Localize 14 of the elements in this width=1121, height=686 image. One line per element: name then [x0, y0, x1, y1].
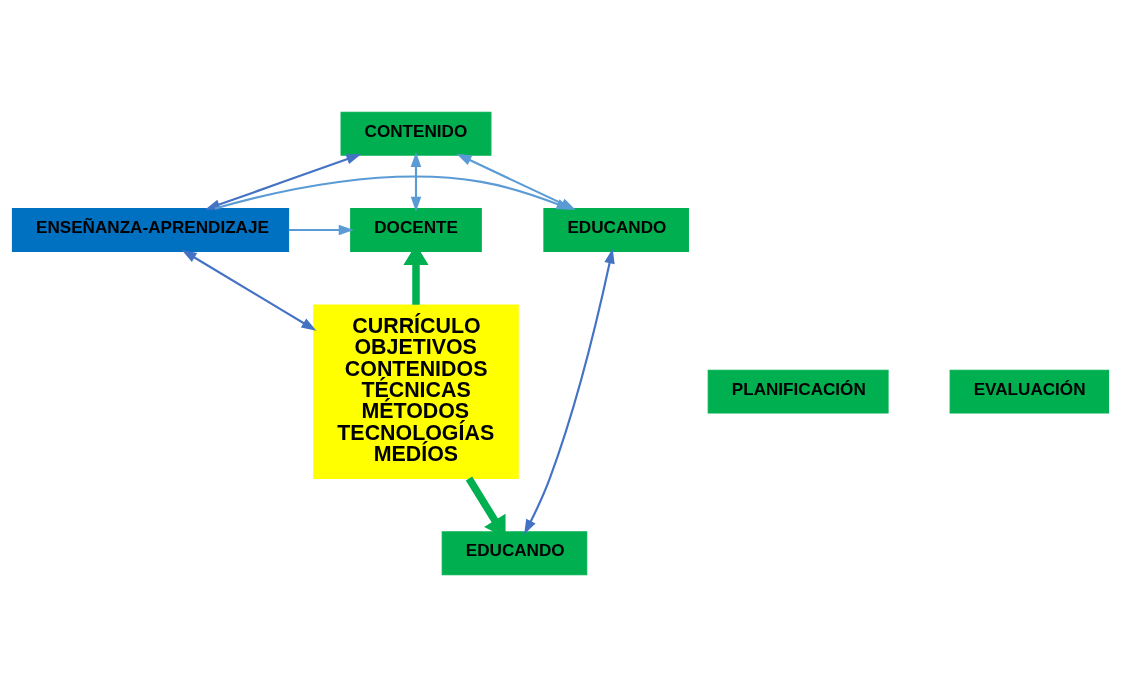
arrow	[204, 153, 362, 210]
arrow	[181, 249, 317, 331]
arrow	[214, 175, 572, 210]
node-box: CONTENIDO	[340, 111, 492, 156]
node-box: ENSEÑANZA-APRENDIZAJE	[11, 207, 290, 252]
node-box: CURRÍCULO OBJETIVOS CONTENIDOS TÉCNICAS MÉTODOS TECNOLOGÍAS MEDÍOS	[313, 303, 519, 479]
arrow	[410, 151, 422, 212]
arrow	[288, 224, 354, 235]
arrow	[524, 248, 615, 535]
node-box: DOCENTE	[350, 207, 482, 252]
node-box: EVALUACIÓN	[949, 369, 1110, 414]
node-box: EDUCANDO	[543, 207, 689, 252]
node-box: PLANIFICACIÓN	[707, 369, 889, 414]
node-box: EDUCANDO	[441, 530, 588, 575]
